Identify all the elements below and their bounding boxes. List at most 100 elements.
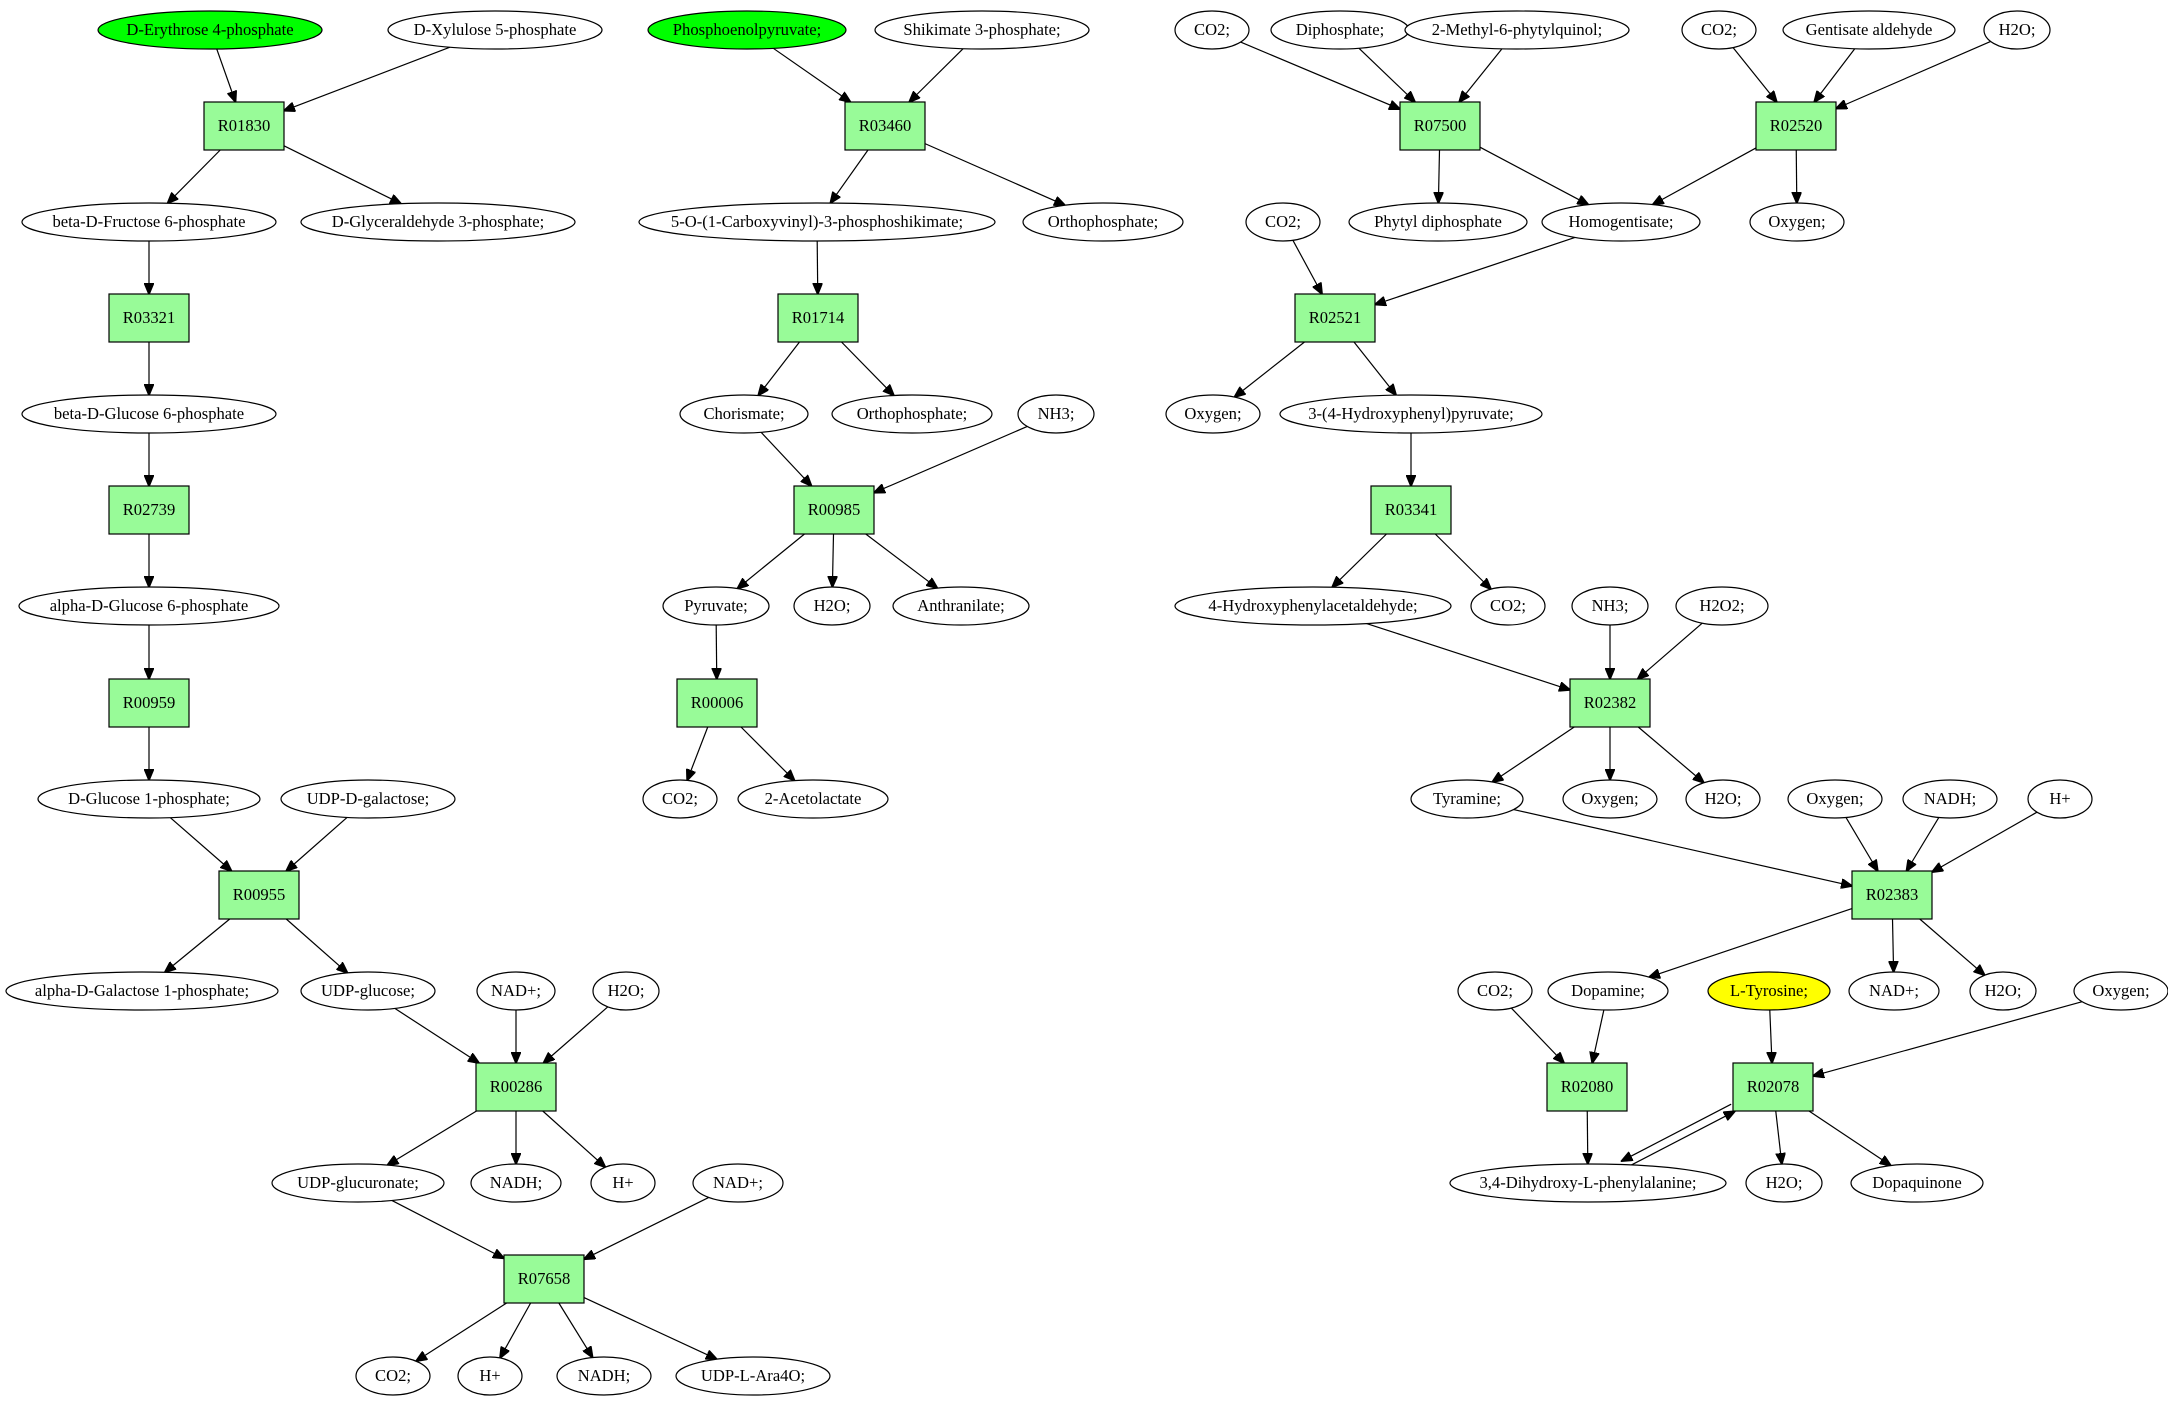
compound-node-h[interactable]: H+	[2027, 779, 2093, 819]
reaction-box	[475, 1062, 557, 1112]
reaction-node-r07658[interactable]: R07658	[503, 1254, 585, 1304]
edge-2-methyl-6-phytylquinol-to-r07500	[1459, 48, 1503, 102]
reaction-node-r03460[interactable]: R03460	[844, 101, 926, 151]
node-label: L-Tyrosine;	[1730, 981, 1808, 1000]
compound-node-beta-d-glucose-6-phosphate[interactable]: beta-D-Glucose 6-phosphate	[21, 394, 277, 434]
compound-node-d-glucose-1-phosphate[interactable]: D-Glucose 1-phosphate;	[37, 779, 261, 819]
reaction-node-r00955[interactable]: R00955	[218, 870, 300, 920]
compound-node-3-4-dihydroxy-l-phenylalanine[interactable]: 3,4-Dihydroxy-L-phenylalanine;	[1449, 1163, 1727, 1203]
compound-node-co2[interactable]: CO2;	[642, 779, 718, 819]
compound-node-tyramine[interactable]: Tyramine;	[1410, 779, 1524, 819]
compound-node-nad[interactable]: NAD+;	[692, 1163, 784, 1203]
compound-node-nadh[interactable]: NADH;	[556, 1356, 652, 1396]
compound-node-4-hydroxyphenylacetaldehyde[interactable]: 4-Hydroxyphenylacetaldehyde;	[1174, 586, 1452, 626]
reaction-node-r01830[interactable]: R01830	[203, 101, 285, 151]
compound-node-h2o[interactable]: H2O;	[1983, 10, 2051, 50]
compound-node-gentisate-aldehyde[interactable]: Gentisate aldehyde	[1782, 10, 1956, 50]
edge-r02520-to-oxygen	[1796, 149, 1797, 203]
compound-node-oxygen[interactable]: Oxygen;	[1165, 394, 1261, 434]
compound-node-orthophosphate[interactable]: Orthophosphate;	[1022, 202, 1184, 242]
compound-node-udp-l-ara4o[interactable]: UDP-L-Ara4O;	[675, 1356, 831, 1396]
compound-node-nh3[interactable]: NH3;	[1571, 586, 1649, 626]
edge-co2-to-r07500	[1240, 41, 1400, 109]
compound-node-co2[interactable]: CO2;	[355, 1356, 431, 1396]
compound-node-oxygen[interactable]: Oxygen;	[2073, 971, 2168, 1011]
compound-node-udp-d-galactose[interactable]: UDP-D-galactose;	[280, 779, 456, 819]
compound-node-h[interactable]: H+	[457, 1356, 523, 1396]
compound-node-anthranilate[interactable]: Anthranilate;	[892, 586, 1030, 626]
reaction-node-r00286[interactable]: R00286	[475, 1062, 557, 1112]
compound-node-co2[interactable]: CO2;	[1681, 10, 1757, 50]
compound-node-nadh[interactable]: NADH;	[470, 1163, 562, 1203]
compound-node-h2o[interactable]: H2O;	[1685, 779, 1761, 819]
compound-node-3-4-hydroxyphenyl-pyruvate[interactable]: 3-(4-Hydroxyphenyl)pyruvate;	[1279, 394, 1543, 434]
compound-node-co2[interactable]: CO2;	[1245, 202, 1321, 242]
reaction-node-r02078[interactable]: R02078	[1732, 1062, 1814, 1112]
compound-node-nad[interactable]: NAD+;	[476, 971, 556, 1011]
compound-node-h2o[interactable]: H2O;	[793, 586, 871, 626]
compound-node-pyruvate[interactable]: Pyruvate;	[662, 586, 770, 626]
edge-r00006-to-2-acetolactate	[740, 726, 795, 781]
compound-node-co2[interactable]: CO2;	[1457, 971, 1533, 1011]
reaction-node-r02080[interactable]: R02080	[1546, 1062, 1628, 1112]
compound-ellipse	[831, 394, 993, 434]
compound-node-oxygen[interactable]: Oxygen;	[1749, 202, 1845, 242]
compound-node-phosphoenolpyruvate[interactable]: Phosphoenolpyruvate;	[647, 10, 847, 50]
compound-node-co2[interactable]: CO2;	[1174, 10, 1250, 50]
node-label: D-Glucose 1-phosphate;	[68, 789, 230, 808]
compound-node-chorismate[interactable]: Chorismate;	[679, 394, 809, 434]
reaction-node-r02521[interactable]: R02521	[1294, 293, 1376, 343]
compound-node-udp-glucose[interactable]: UDP-glucose;	[300, 971, 436, 1011]
compound-ellipse	[271, 1163, 445, 1203]
compound-node-oxygen[interactable]: Oxygen;	[1562, 779, 1658, 819]
compound-node-nh3[interactable]: NH3;	[1017, 394, 1095, 434]
edge-d-erythrose-4-phosphate-to-r01830	[216, 48, 236, 102]
compound-node-5-o-1-carboxyvinyl-3-phosphoshikimate[interactable]: 5-O-(1-Carboxyvinyl)-3-phosphoshikimate;	[638, 202, 996, 242]
compound-node-l-tyrosine[interactable]: L-Tyrosine;	[1707, 971, 1831, 1011]
compound-node-nadh[interactable]: NADH;	[1902, 779, 1998, 819]
compound-node-beta-d-fructose-6-phosphate[interactable]: beta-D-Fructose 6-phosphate	[21, 202, 277, 242]
edge-r00955-to-alpha-d-galactose-1-phosphate	[165, 918, 231, 972]
compound-node-alpha-d-galactose-1-phosphate[interactable]: alpha-D-Galactose 1-phosphate;	[5, 971, 279, 1011]
compound-node-h2o[interactable]: H2O;	[592, 971, 660, 1011]
compound-node-dopaquinone[interactable]: Dopaquinone	[1850, 1163, 1984, 1203]
reaction-node-r01714[interactable]: R01714	[777, 293, 859, 343]
reaction-node-r02739[interactable]: R02739	[108, 485, 190, 535]
reaction-node-r03321[interactable]: R03321	[108, 293, 190, 343]
edge-tyramine-to-r02383	[1513, 808, 1852, 886]
compound-node-2-methyl-6-phytylquinol[interactable]: 2-Methyl-6-phytylquinol;	[1404, 10, 1630, 50]
compound-node-diphosphate[interactable]: Diphosphate;	[1270, 10, 1410, 50]
compound-node-d-erythrose-4-phosphate[interactable]: D-Erythrose 4-phosphate	[97, 10, 323, 50]
reaction-node-r00006[interactable]: R00006	[676, 678, 758, 728]
reaction-node-r02383[interactable]: R02383	[1851, 870, 1933, 920]
compound-node-udp-glucuronate[interactable]: UDP-glucuronate;	[271, 1163, 445, 1203]
compound-ellipse	[1787, 779, 1883, 819]
reaction-node-r07500[interactable]: R07500	[1399, 101, 1481, 151]
reaction-node-r00985[interactable]: R00985	[793, 485, 875, 535]
reaction-node-r00959[interactable]: R00959	[108, 678, 190, 728]
compound-node-h2o[interactable]: H2O;	[1969, 971, 2037, 1011]
compound-node-dopamine[interactable]: Dopamine;	[1547, 971, 1669, 1011]
compound-node-co2[interactable]: CO2;	[1470, 586, 1546, 626]
compound-node-orthophosphate[interactable]: Orthophosphate;	[831, 394, 993, 434]
compound-node-d-glyceraldehyde-3-phosphate[interactable]: D-Glyceraldehyde 3-phosphate;	[300, 202, 576, 242]
compound-node-2-acetolactate[interactable]: 2-Acetolactate	[737, 779, 889, 819]
compound-node-h[interactable]: H+	[590, 1163, 656, 1203]
compound-node-h2o[interactable]: H2O;	[1745, 1163, 1823, 1203]
compound-node-phytyl-diphosphate[interactable]: Phytyl diphosphate	[1348, 202, 1528, 242]
compound-node-alpha-d-glucose-6-phosphate[interactable]: alpha-D-Glucose 6-phosphate	[18, 586, 280, 626]
node-label: NADH;	[490, 1173, 543, 1192]
node-label: Shikimate 3-phosphate;	[903, 20, 1060, 39]
compound-node-shikimate-3-phosphate[interactable]: Shikimate 3-phosphate;	[874, 10, 1090, 50]
reaction-box	[844, 101, 926, 151]
reaction-node-r02382[interactable]: R02382	[1569, 678, 1651, 728]
compound-node-d-xylulose-5-phosphate[interactable]: D-Xylulose 5-phosphate	[387, 10, 603, 50]
compound-node-homogentisate[interactable]: Homogentisate;	[1541, 202, 1701, 242]
compound-node-h2o2[interactable]: H2O2;	[1675, 586, 1769, 626]
compound-node-oxygen[interactable]: Oxygen;	[1787, 779, 1883, 819]
compound-ellipse	[470, 1163, 562, 1203]
reaction-node-r02520[interactable]: R02520	[1755, 101, 1837, 151]
node-label: Phosphoenolpyruvate;	[673, 20, 821, 39]
reaction-node-r03341[interactable]: R03341	[1370, 485, 1452, 535]
compound-node-nad[interactable]: NAD+;	[1848, 971, 1940, 1011]
